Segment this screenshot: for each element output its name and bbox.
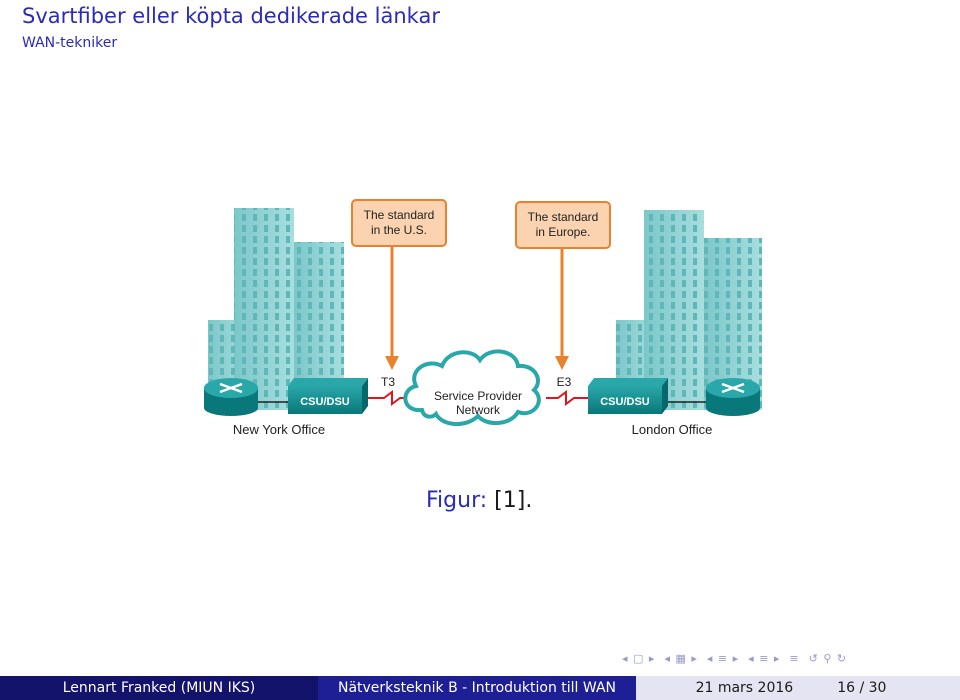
service-provider-cloud: Service Provider Network — [403, 349, 541, 426]
footer-page-number: 16 / 30 — [837, 680, 887, 696]
caption-reference[interactable]: [1]. — [494, 488, 533, 513]
wan-diagram: The standard in the U.S. The standard in… — [204, 199, 762, 437]
nav-prev-section-icon[interactable]: ◂ ≡ ▸ — [748, 652, 781, 665]
slide-title: Svartfiber eller köpta dedikerade länkar — [22, 4, 440, 28]
nav-prev-frame-icon[interactable]: ◂ ▦ ▸ — [664, 652, 698, 665]
callout-us: The standard in the U.S. — [351, 199, 447, 247]
e3-serial-link — [546, 390, 588, 406]
slide-subtitle: WAN-tekniker — [22, 35, 118, 51]
ny-csu-dsu: CSU/DSU — [288, 378, 368, 414]
cloud-label-line1: Service Provider — [434, 389, 522, 403]
footer-author: Lennart Franked (MIUN IKS) — [0, 676, 318, 700]
footer-course: Nätverksteknik B - Introduktion till WAN — [318, 676, 636, 700]
london-router-icon — [706, 378, 760, 416]
london-office-label: London Office — [632, 422, 713, 437]
callout-arrows — [385, 246, 569, 370]
t3-label: T3 — [381, 375, 395, 389]
e3-label: E3 — [557, 375, 572, 389]
footer-date-page: 21 mars 2016 16 / 30 — [636, 676, 960, 700]
nav-prev-subsection-icon[interactable]: ◂ ≡ ▸ — [706, 652, 740, 665]
nav-prev-slide-icon[interactable]: ◂ ▢ ▸ — [622, 652, 656, 665]
figure-caption: Figur: [1]. — [426, 488, 532, 513]
nav-search-icon[interactable]: ↺ ⚲ ↻ — [808, 652, 848, 665]
t3-serial-link — [362, 390, 410, 406]
ny-router-icon — [204, 378, 258, 416]
nav-toc-icon[interactable]: ≡ — [789, 652, 800, 665]
london-csu-dsu: CSU/DSU — [588, 378, 668, 414]
ny-csu-dsu-label: CSU/DSU — [300, 396, 350, 408]
callout-eu-line2: in Europe. — [536, 225, 591, 239]
callout-eu-line1: The standard — [528, 210, 599, 224]
footer-bar: Lennart Franked (MIUN IKS) Nätverkstekni… — [0, 676, 960, 700]
footer-date: 21 mars 2016 — [695, 680, 794, 696]
callout-eu: The standard in Europe. — [515, 201, 611, 249]
beamer-navigation: ◂ ▢ ▸ ◂ ▦ ▸ ◂ ≡ ▸ ◂ ≡ ▸ ≡ ↺ ⚲ ↻ — [622, 652, 847, 665]
callout-us-line2: in the U.S. — [371, 223, 427, 237]
london-csu-dsu-label: CSU/DSU — [600, 396, 650, 408]
new-york-office-label: New York Office — [233, 422, 325, 437]
cloud-label-line2: Network — [456, 403, 501, 417]
callout-us-line1: The standard — [364, 208, 435, 222]
caption-label: Figur: — [426, 488, 488, 513]
